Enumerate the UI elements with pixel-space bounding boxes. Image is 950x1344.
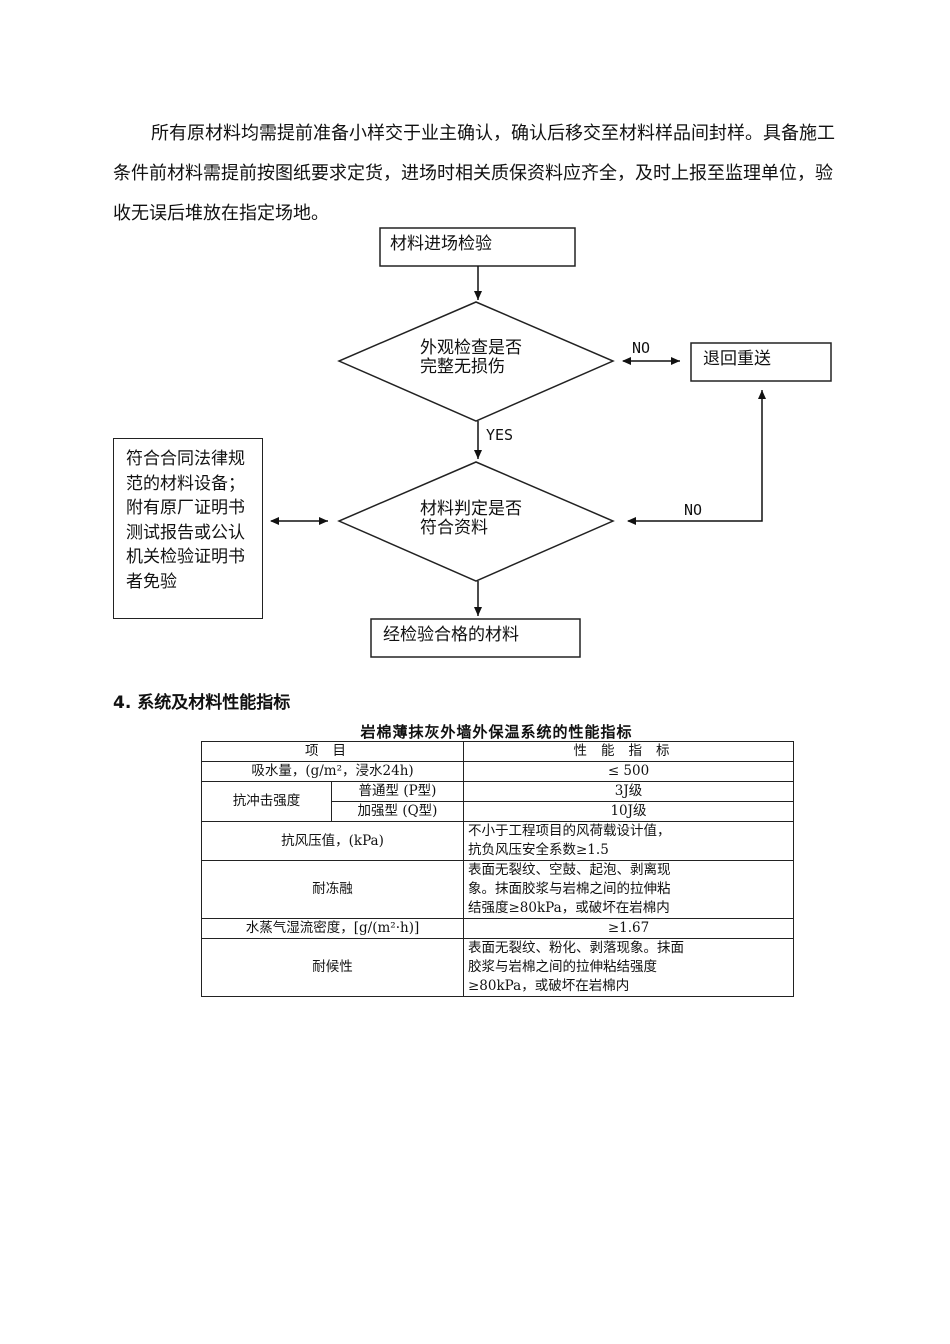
row-water-value: ≤ 500 xyxy=(463,761,794,782)
end-box xyxy=(370,618,581,658)
row-vapor-value: ≥1.67 xyxy=(463,918,794,939)
no-label-2: NO xyxy=(684,501,702,519)
check2-label-line2: 符合资料 xyxy=(420,518,488,538)
row-weather-value-line3: ≥80kPa，或破坏在岩棉内 xyxy=(468,978,630,994)
header-value: 性能指标 xyxy=(463,741,794,762)
row-freeze-item: 耐冻融 xyxy=(201,860,464,919)
row-impact-item: 抗冲击强度 xyxy=(201,781,332,822)
row-weather-value: 表面无裂纹、粉化、剥落现象。抹面 胶浆与岩棉之间的拉伸粘结强度 ≥80kPa，或… xyxy=(463,938,794,997)
check2-diamond xyxy=(337,461,615,582)
table-row: 耐候性 表面无裂纹、粉化、剥落现象。抹面 胶浆与岩棉之间的拉伸粘结强度 ≥80k… xyxy=(201,938,794,997)
row-water-item: 吸水量，(g/m²，浸水24h) xyxy=(201,761,464,782)
section-title: 4. 系统及材料性能指标 xyxy=(113,693,291,713)
check1-diamond xyxy=(337,301,615,422)
row-impact-q-value: 10J级 xyxy=(463,801,794,822)
row-wind-value-line2: 抗负风压安全系数≥1.5 xyxy=(468,842,609,858)
table-row: 抗风压值，(kPa) 不小于工程项目的风荷载设计值， 抗负风压安全系数≥1.5 xyxy=(201,821,794,861)
exempt-box: 符合合同法律规范的材料设备；附有原厂证明书测试报告或公认机关检验证明书者免验 xyxy=(113,438,263,619)
row-impact-q-type: 加强型 (Q型) xyxy=(331,801,464,822)
row-freeze-value-line1: 表面无裂纹、空鼓、起泡、剥离现 xyxy=(468,862,671,878)
check1-label-line2: 完整无损伤 xyxy=(420,357,505,377)
table-row: 抗冲击强度 普通型 (P型) 3J级 xyxy=(201,781,794,822)
inspection-flowchart: 材料进场检验 外观检查是否 完整无损伤 NO 退回重送 YES 材料判定是否 符… xyxy=(270,227,832,658)
row-weather-value-line1: 表面无裂纹、粉化、剥落现象。抹面 xyxy=(468,940,684,956)
check2-label-line1: 材料判定是否 xyxy=(420,499,522,519)
table-row: 水蒸气湿流密度，[g/(m²·h)] ≥1.67 xyxy=(201,918,794,939)
start-box-label: 材料进场检验 xyxy=(390,234,492,254)
row-wind-value: 不小于工程项目的风荷载设计值， 抗负风压安全系数≥1.5 xyxy=(463,821,794,861)
row-freeze-value-line2: 象。抹面胶浆与岩棉之间的拉伸粘 xyxy=(468,881,671,897)
performance-table: 项目 性能指标 吸水量，(g/m²，浸水24h) ≤ 500 抗冲击强度 普通型… xyxy=(201,741,794,997)
row-weather-value-line2: 胶浆与岩棉之间的拉伸粘结强度 xyxy=(468,959,657,975)
row-freeze-value-line3: 结强度≥80kPa，或破坏在岩棉内 xyxy=(468,900,670,916)
reject-box xyxy=(690,342,832,382)
row-impact-p-type: 普通型 (P型) xyxy=(331,781,464,802)
arrow-check2-no-return xyxy=(627,390,766,525)
row-wind-value-line1: 不小于工程项目的风荷载设计值， xyxy=(468,823,671,839)
end-box-label: 经检验合格的材料 xyxy=(383,625,519,645)
table-header-row: 项目 性能指标 xyxy=(201,741,794,762)
table-row: 耐冻融 表面无裂纹、空鼓、起泡、剥离现 象。抹面胶浆与岩棉之间的拉伸粘 结强度≥… xyxy=(201,860,794,919)
row-freeze-value: 表面无裂纹、空鼓、起泡、剥离现 象。抹面胶浆与岩棉之间的拉伸粘 结强度≥80kP… xyxy=(463,860,794,919)
row-wind-item: 抗风压值，(kPa) xyxy=(201,821,464,861)
intro-paragraph: 所有原材料均需提前准备小样交于业主确认，确认后移交至材料样品间封样。具备施工条件… xyxy=(113,123,835,224)
row-vapor-item: 水蒸气湿流密度，[g/(m²·h)] xyxy=(201,918,464,939)
yes-label: YES xyxy=(486,426,513,444)
row-weather-item: 耐候性 xyxy=(201,938,464,997)
check1-label-line1: 外观检查是否 xyxy=(420,338,522,358)
no-label-1: NO xyxy=(632,339,650,357)
reject-box-label: 退回重送 xyxy=(703,349,771,369)
table-row: 吸水量，(g/m²，浸水24h) ≤ 500 xyxy=(201,761,794,782)
table-caption: 岩棉薄抹灰外墙外保温系统的性能指标 xyxy=(360,723,633,741)
row-impact-p-value: 3J级 xyxy=(463,781,794,802)
header-item: 项目 xyxy=(201,741,464,762)
